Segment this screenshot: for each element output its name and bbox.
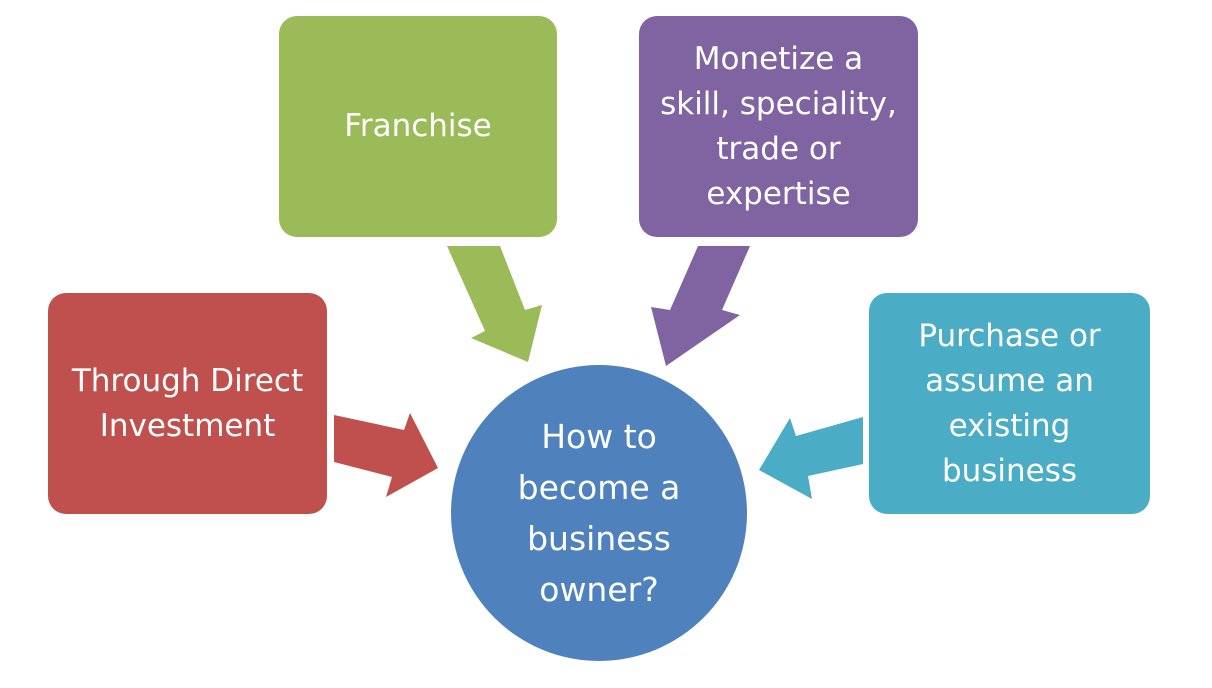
arrow-purchase-to-center [759, 417, 863, 499]
arrow-franchise-to-center [447, 246, 542, 362]
node-label: Purchase or assume an existing business [918, 317, 1101, 489]
center-circle: How to become a business owner? [451, 365, 747, 661]
node-purchase-existing-business: Purchase or assume an existing business [869, 293, 1150, 514]
arrow-direct-to-center [334, 413, 438, 497]
node-through-direct-investment: Through Direct Investment [48, 293, 327, 514]
node-label: Franchise [344, 108, 492, 144]
node-franchise: Franchise [279, 16, 557, 237]
node-label: Monetize a skill, speciality, trade or e… [660, 40, 897, 212]
center-label: How to become a business owner? [517, 417, 681, 609]
node-label: Through Direct Investment [71, 362, 304, 444]
node-monetize-skill: Monetize a skill, speciality, trade or e… [639, 16, 918, 237]
arrow-monetize-to-center [651, 246, 750, 366]
